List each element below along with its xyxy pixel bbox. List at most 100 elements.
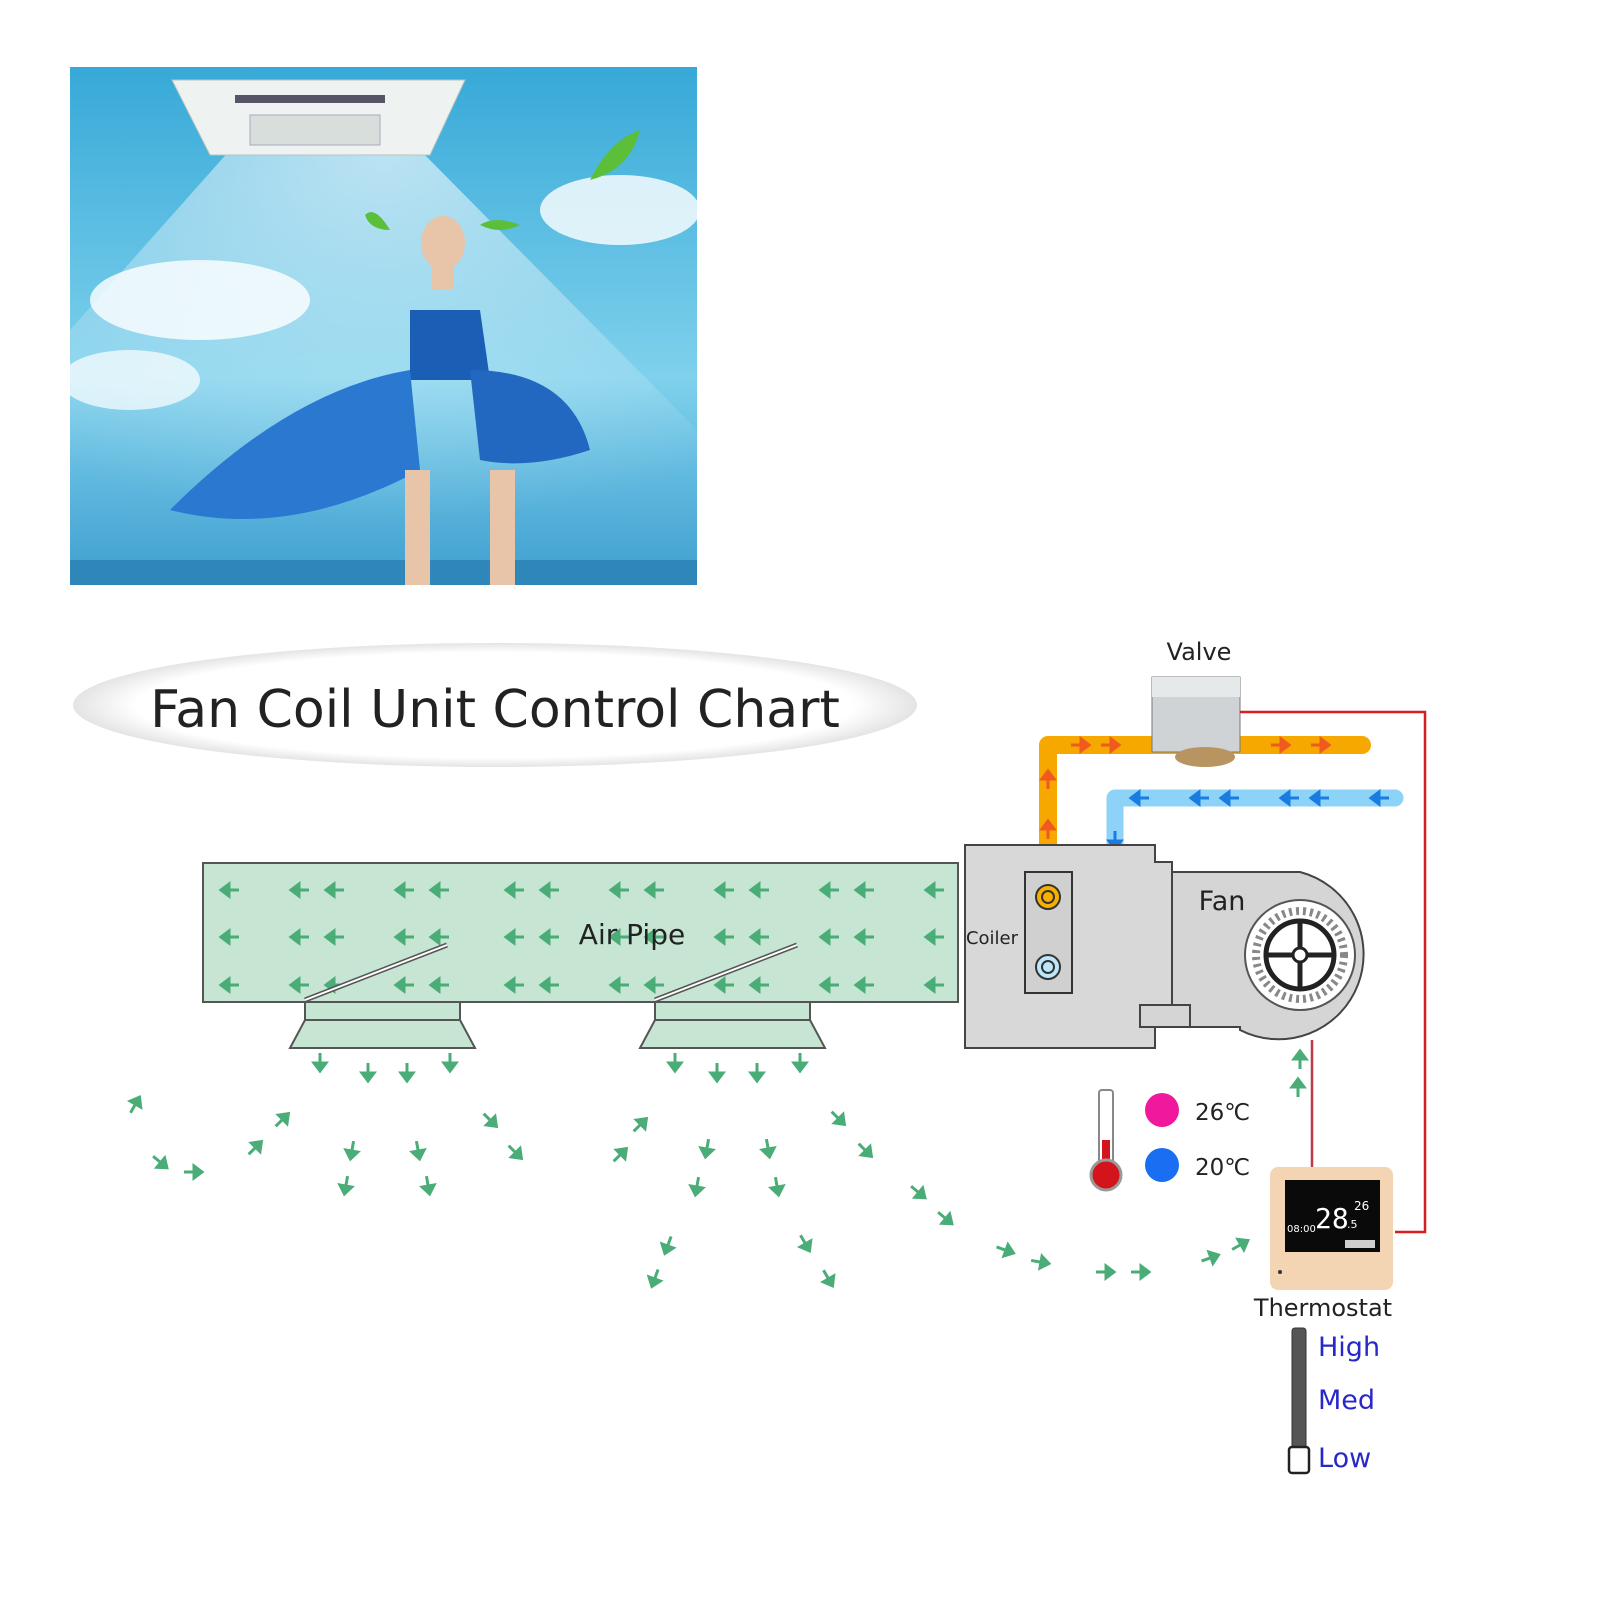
air-flow-arrow	[323, 881, 344, 899]
air-flow-arrow	[713, 976, 734, 994]
thermostat-temp: 28	[1315, 1202, 1349, 1235]
air-flow-arrow	[359, 1063, 377, 1084]
chart-title: Fan Coil Unit Control Chart	[150, 680, 840, 740]
room-air-arrow	[646, 1269, 664, 1289]
air-flow-arrow	[713, 928, 734, 946]
air-flow-arrow	[428, 881, 449, 899]
speed-low[interactable]: Low	[1318, 1443, 1371, 1474]
air-flow-arrow	[818, 881, 839, 899]
air-flow-arrow	[218, 976, 239, 994]
thermostat-temp-decimal: .5	[1347, 1218, 1358, 1231]
air-flow-arrow	[538, 976, 559, 994]
hot-flow-arrow	[1071, 736, 1092, 754]
air-flow-arrow	[428, 976, 449, 994]
air-flow-arrow	[643, 976, 664, 994]
valve	[1151, 676, 1241, 767]
thermostat-set-temp: 26	[1354, 1199, 1369, 1213]
cold-flow-arrow	[1218, 789, 1239, 807]
title-ellipse	[73, 643, 917, 767]
room-air-arrow	[126, 1095, 143, 1114]
hot-flow-arrow	[1039, 818, 1057, 839]
hot-flow-arrow	[1039, 768, 1057, 789]
cold-flow-arrow	[1128, 789, 1149, 807]
speed-med[interactable]: Med	[1318, 1385, 1375, 1416]
room-air-arrow	[857, 1142, 874, 1159]
air-flow-arrow	[818, 976, 839, 994]
room-air-arrow	[910, 1184, 927, 1200]
air-flow-arrow	[713, 881, 734, 899]
room-air-arrow	[152, 1154, 169, 1170]
cold-flow-arrow	[1278, 789, 1299, 807]
room-air-arrow	[796, 1234, 813, 1253]
air-flow-arrow	[666, 1053, 684, 1074]
hot-flow-arrow	[1271, 736, 1292, 754]
diffuser-1	[288, 942, 477, 1049]
air-flow-arrow	[393, 881, 414, 899]
diffuser-2	[638, 942, 827, 1049]
room-air-arrow	[659, 1236, 677, 1256]
room-air-arrow	[247, 1139, 264, 1156]
leaf-icon	[590, 130, 640, 180]
air-flow-arrow	[503, 976, 524, 994]
hot-flow-arrow	[1101, 736, 1122, 754]
room-air-arrow	[632, 1116, 649, 1133]
air-flow-arrow	[288, 928, 309, 946]
room-air-arrow	[184, 1163, 205, 1181]
room-air-arrow	[274, 1111, 291, 1128]
air-flow-arrow	[748, 1063, 766, 1084]
room-air-arrow	[1131, 1263, 1152, 1281]
air-flow-arrow	[398, 1063, 416, 1084]
air-flow-arrow	[923, 928, 944, 946]
speed-high[interactable]: High	[1318, 1332, 1380, 1363]
air-flow-arrow	[748, 928, 769, 946]
room-air-arrow	[759, 1138, 777, 1160]
air-flow-arrow	[608, 928, 629, 946]
room-air-arrow	[1096, 1263, 1117, 1281]
air-flow-arrow	[428, 928, 449, 946]
air-flow-arrow	[923, 881, 944, 899]
air-flow-arrow	[503, 928, 524, 946]
cold-flow-arrow	[1368, 789, 1389, 807]
cold-flow-arrow	[1188, 789, 1209, 807]
air-flow-arrow	[538, 881, 559, 899]
air-flow-arrow	[393, 928, 414, 946]
room-air-arrow	[698, 1138, 716, 1160]
room-air-arrow	[1030, 1253, 1052, 1271]
room-air-arrow	[768, 1176, 786, 1198]
air-flow-arrow	[288, 881, 309, 899]
air-flow-arrow	[748, 976, 769, 994]
air-flow-arrow	[608, 976, 629, 994]
valve-label: Valve	[1167, 638, 1232, 666]
room-air-arrow	[507, 1144, 524, 1161]
air-flow-arrow	[643, 928, 664, 946]
person	[421, 216, 465, 270]
room-air-arrow	[1201, 1249, 1221, 1267]
air-flow-arrow	[218, 881, 239, 899]
room-air-arrow	[819, 1269, 836, 1288]
cold-flow-arrow	[1308, 789, 1329, 807]
room-air-arrow	[996, 1241, 1016, 1259]
thermostat-label: Thermostat	[1253, 1294, 1392, 1322]
room-air-arrow	[482, 1112, 499, 1129]
room-air-arrow	[688, 1176, 706, 1198]
air-flow-arrow	[288, 976, 309, 994]
room-air-arrow	[343, 1140, 361, 1162]
air-flow-arrow	[748, 881, 769, 899]
fan	[1139, 871, 1365, 1041]
legend-cool-label: 20℃	[1195, 1155, 1250, 1181]
air-flow-arrow	[441, 1053, 459, 1074]
legend-warm-label: 26℃	[1195, 1100, 1250, 1126]
room-air-arrow	[937, 1210, 954, 1226]
air-flow-arrow	[608, 881, 629, 899]
room-air-arrow	[612, 1146, 629, 1163]
room-air-arrow	[1231, 1237, 1250, 1254]
air-flow-arrow	[818, 928, 839, 946]
fan-speed-switch[interactable]	[1287, 1327, 1311, 1475]
room-air-arrow	[337, 1175, 355, 1197]
hot-flow-arrow	[1311, 736, 1332, 754]
legend-dot-cool	[1145, 1148, 1179, 1182]
thermostat: 28 .5 26 08:00	[1270, 1167, 1393, 1290]
air-flow-arrow	[923, 976, 944, 994]
legend-dot-warm	[1145, 1093, 1179, 1127]
